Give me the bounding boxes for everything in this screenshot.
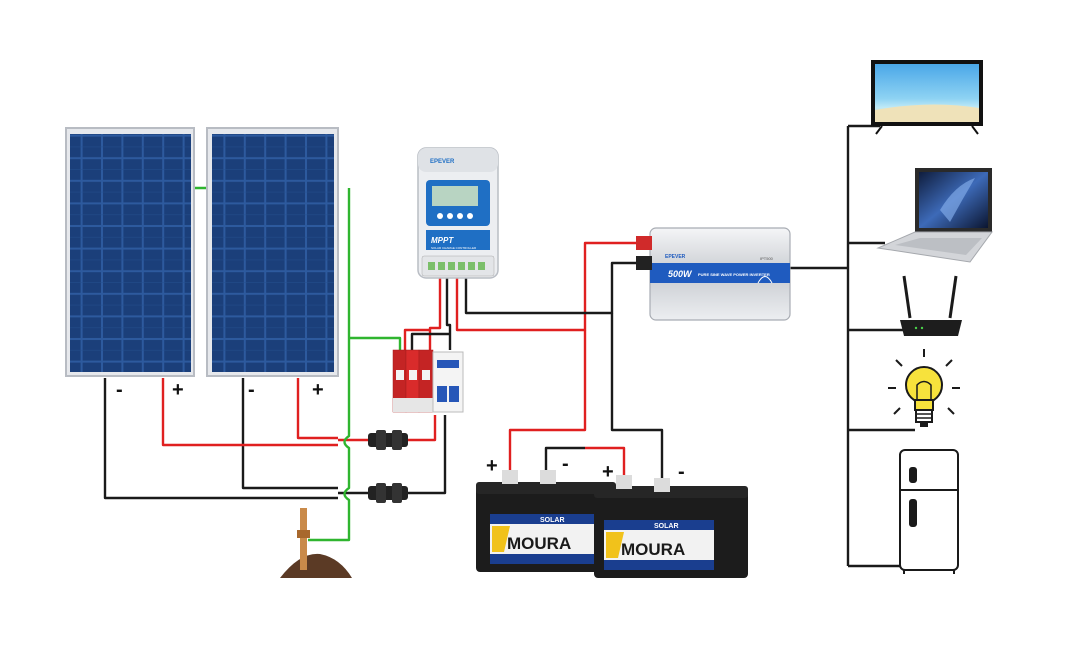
solar-panel-1 (65, 127, 195, 377)
wiring (103, 124, 915, 568)
battery-positive-feed (508, 330, 587, 478)
battery-series-link-neg (544, 446, 585, 478)
panel1-negative-wire (103, 378, 338, 500)
spd-link-black (410, 332, 450, 350)
breaker-positive-input (408, 415, 437, 442)
battery2-line: SOLAR (654, 523, 679, 530)
battery1-line: SOLAR (540, 517, 565, 524)
tv-icon (871, 60, 983, 135)
battery1-negative-label: - (562, 453, 569, 475)
pv-negative-to-controller (445, 278, 452, 350)
battery2-negative-label: - (678, 461, 685, 483)
mc4-connector-positive (368, 430, 408, 450)
spd-ground-wire (349, 336, 402, 350)
panel2-negative-wire (241, 378, 338, 490)
ground-wire (308, 188, 351, 542)
battery-1 (476, 470, 616, 572)
inverter-model: IPT500 (760, 256, 774, 261)
surge-protector (392, 349, 434, 413)
battery-negative-feed (610, 313, 664, 485)
refrigerator-icon (899, 449, 959, 574)
pv-positive-to-controller (428, 278, 442, 350)
panel2-positive-wire (296, 378, 338, 440)
inverter-description: PURE SINE WAVE POWER INVERTER (698, 272, 770, 277)
charge-controller (417, 147, 499, 279)
laptop-icon (876, 168, 993, 263)
battery1-positive-label: + (486, 455, 498, 477)
panel1-positive-wire (161, 378, 338, 447)
panel1-negative-label: - (116, 379, 123, 401)
controller-label: MPPT (431, 236, 454, 245)
spd-link-red (403, 328, 430, 350)
controller-sublabel: SOLAR CHARGE CONTROLLER (431, 246, 477, 250)
panel2-negative-label: - (248, 379, 255, 401)
inverter-brand: EPEVER (665, 254, 686, 260)
battery-2 (594, 475, 748, 578)
panel1-positive-label: + (172, 379, 184, 401)
controller-brand: EPEVER (430, 159, 455, 165)
inverter (636, 227, 791, 321)
dc-breaker (432, 351, 464, 413)
mc4-connector-negative (368, 483, 408, 503)
battery-series-link-pos (585, 446, 626, 480)
panel2-positive-label: + (312, 379, 324, 401)
breaker-negative-input (408, 415, 447, 495)
router-icon (900, 275, 962, 336)
battery1-brand: MOURA (507, 534, 571, 553)
ground-rod (280, 508, 352, 578)
battery2-positive-label: + (602, 461, 614, 483)
solar-panel-2 (206, 127, 339, 377)
light-bulb-icon (888, 349, 960, 427)
inverter-power: 500W (668, 269, 693, 279)
battery2-brand: MOURA (621, 540, 685, 559)
